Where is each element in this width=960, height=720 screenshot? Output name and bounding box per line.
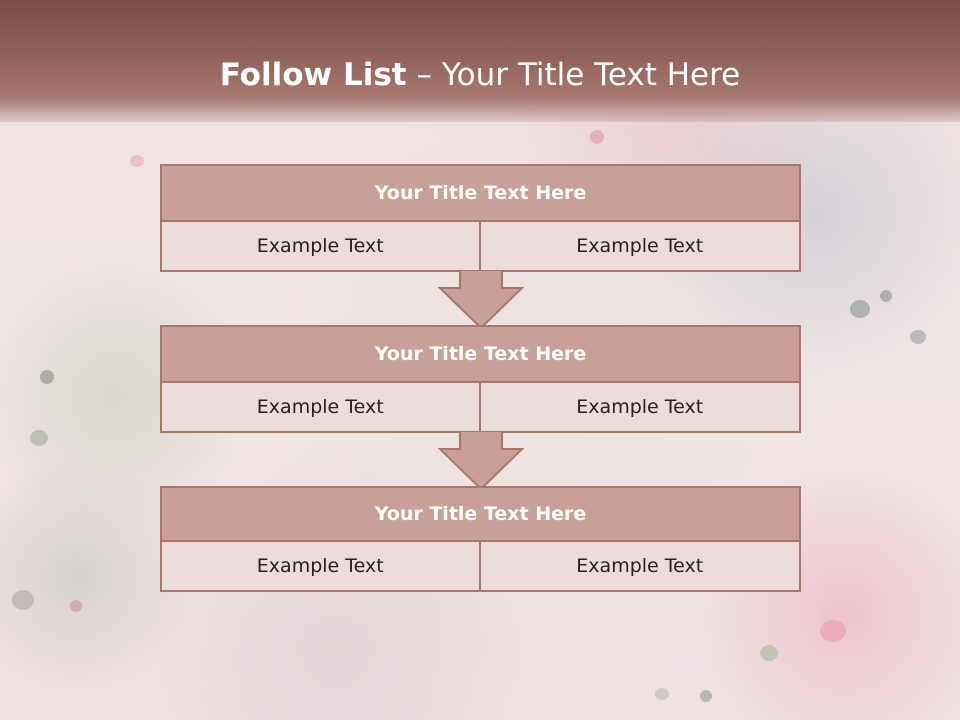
slide-title-rest: – Your Title Text Here	[406, 57, 741, 93]
paint-splatter	[655, 688, 669, 700]
paint-splatter	[700, 690, 712, 702]
paint-splatter	[40, 370, 54, 384]
block-cell-right: Example Text	[480, 383, 801, 433]
paint-splatter	[820, 620, 846, 642]
paint-splatter	[880, 290, 892, 302]
list-block-3: Your Title Text Here Example Text Exampl…	[160, 486, 801, 592]
block-cell-left: Example Text	[160, 542, 481, 592]
down-arrow-icon	[438, 431, 524, 491]
block-title: Your Title Text Here	[160, 325, 801, 383]
block-cell-left: Example Text	[160, 222, 481, 272]
paint-splatter	[70, 600, 82, 612]
title-bar: Follow List – Your Title Text Here	[0, 0, 960, 122]
block-title: Your Title Text Here	[160, 164, 801, 222]
paint-splatter	[30, 430, 48, 446]
block-cell-left: Example Text	[160, 383, 481, 433]
block-row: Example Text Example Text	[160, 383, 801, 433]
paint-splatter	[850, 300, 870, 318]
slide-title: Follow List – Your Title Text Here	[0, 52, 960, 98]
block-row: Example Text Example Text	[160, 222, 801, 272]
list-block-2: Your Title Text Here Example Text Exampl…	[160, 325, 801, 433]
down-arrow-icon	[438, 270, 524, 330]
paint-splatter	[590, 130, 604, 144]
paint-splatter	[910, 330, 926, 344]
slide-title-bold: Follow List	[219, 57, 407, 93]
paint-splatter	[760, 645, 778, 661]
paint-splatter	[130, 155, 144, 167]
block-cell-right: Example Text	[480, 222, 801, 272]
block-title: Your Title Text Here	[160, 486, 801, 542]
block-row: Example Text Example Text	[160, 542, 801, 592]
block-cell-right: Example Text	[480, 542, 801, 592]
list-block-1: Your Title Text Here Example Text Exampl…	[160, 164, 801, 272]
paint-splatter	[12, 590, 34, 610]
